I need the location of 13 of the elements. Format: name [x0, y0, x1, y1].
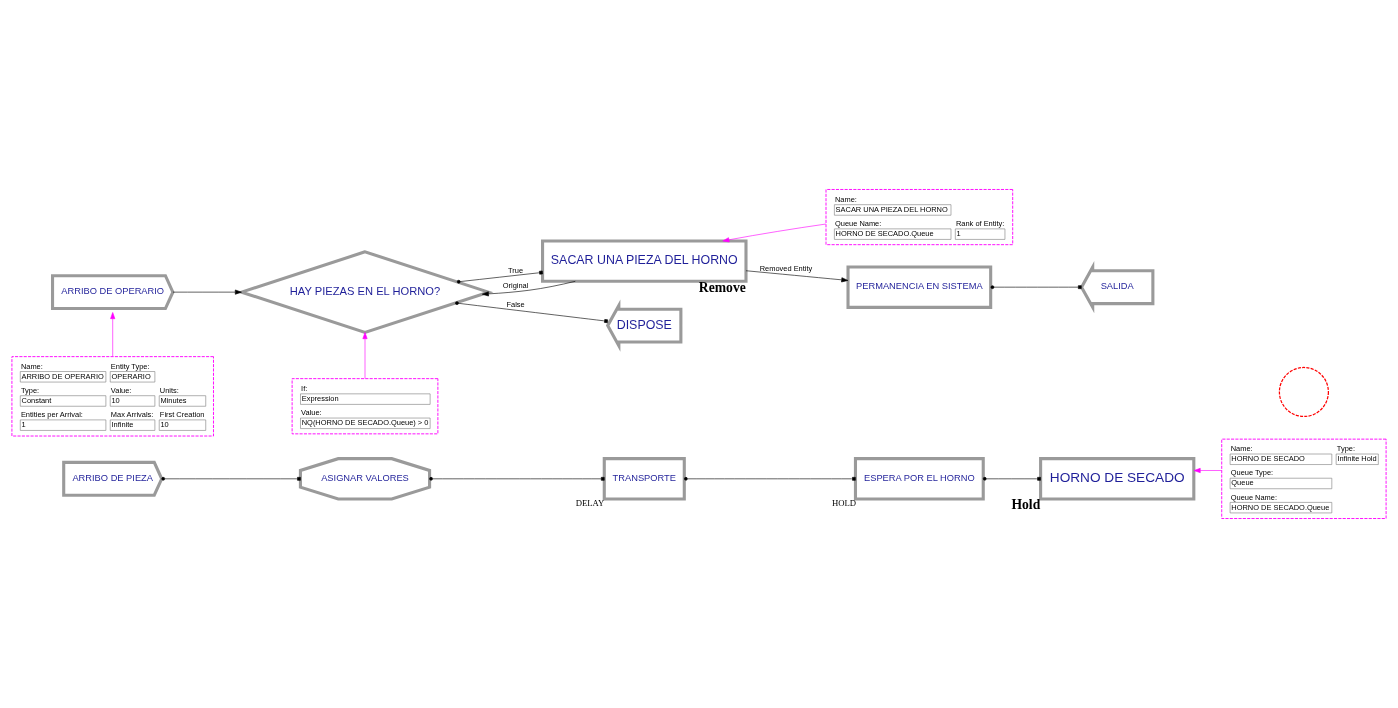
arrow	[481, 281, 576, 297]
arrow	[362, 332, 368, 379]
connector	[982, 477, 1041, 481]
node-circle	[1278, 366, 1329, 418]
arrow	[110, 312, 116, 357]
arrow	[722, 223, 827, 243]
arrow	[745, 270, 849, 283]
node-label: DELAY	[575, 497, 605, 508]
connector	[455, 301, 608, 324]
node-label: HOLD	[831, 497, 856, 508]
arrow	[1193, 468, 1222, 473]
arrow	[172, 289, 242, 295]
node-label: Hold	[1011, 497, 1041, 513]
